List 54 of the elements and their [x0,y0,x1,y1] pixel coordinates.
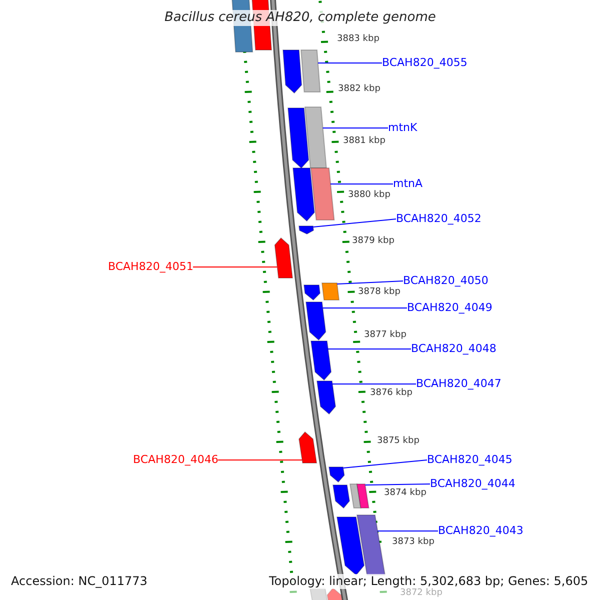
scale-label: 3883 kbp [337,34,380,45]
gene-label: BCAH820_4046 [133,453,218,467]
leader-line [328,348,412,350]
gene-label: BCAH820_4044 [430,477,516,491]
gene-block [310,168,335,220]
gene-label: BCAH820_4048 [411,342,496,356]
scale-label: 3876 kbp [370,388,412,399]
leader-line [364,484,430,486]
gene-block [321,282,340,300]
gene-label: BCAH820_4050 [403,274,488,288]
scale-label: 3879 kbp [352,236,394,247]
gene-label: BCAH820_4051 [108,260,194,274]
scale-label: 3872 kbp [400,588,442,599]
leader-line [312,218,396,228]
scale-label: 3880 kbp [348,190,390,201]
gene-label: BCAH820_4045 [427,453,512,467]
scale-label: 3873 kbp [392,537,434,548]
leader-line [342,460,428,468]
scale-label: 3877 kbp [364,330,406,341]
scale-label: 3875 kbp [377,436,420,447]
gene-block [336,516,365,576]
gene-block [298,431,318,464]
gene-block [298,226,314,235]
gene-label: mtnK [388,121,418,135]
gene-label: BCAH820_4047 [416,377,502,391]
gene-block [292,168,315,222]
gene-block [356,484,370,508]
scale-label: 3878 kbp [358,287,400,298]
gene-block [316,380,336,415]
gene-block [332,484,350,509]
scale-label: 3874 kbp [384,488,426,499]
gene-block [304,106,327,168]
gene-block [274,237,294,278]
scale-label: 3881 kbp [343,136,386,147]
gene-label: mtnA [393,177,423,191]
info-text: Topology: linear; Length: 5,302,683 bp; Genes: 5,605 [267,574,590,589]
diagram-title: Bacillus cereus AH820, complete genome [162,10,438,26]
gene-block [310,340,332,381]
gene-block [300,50,321,92]
scale-label: 3882 kbp [338,84,380,95]
leader-line [192,266,278,268]
gene-label: BCAH820_4043 [438,524,524,538]
gene-block [356,514,386,576]
gene-label: BCAH820_4055 [382,56,468,70]
leader-line [336,280,404,284]
leader-line [377,530,438,532]
gene-label: BCAH820_4049 [407,301,492,315]
gene-block [282,50,302,94]
gene-label: BCAH820_4052 [396,212,482,226]
leader-line [318,62,382,64]
gene-block [326,587,344,600]
info-text: Accession: NC_011773 [9,574,150,589]
gene-block [328,466,345,483]
gene-block [287,108,310,169]
